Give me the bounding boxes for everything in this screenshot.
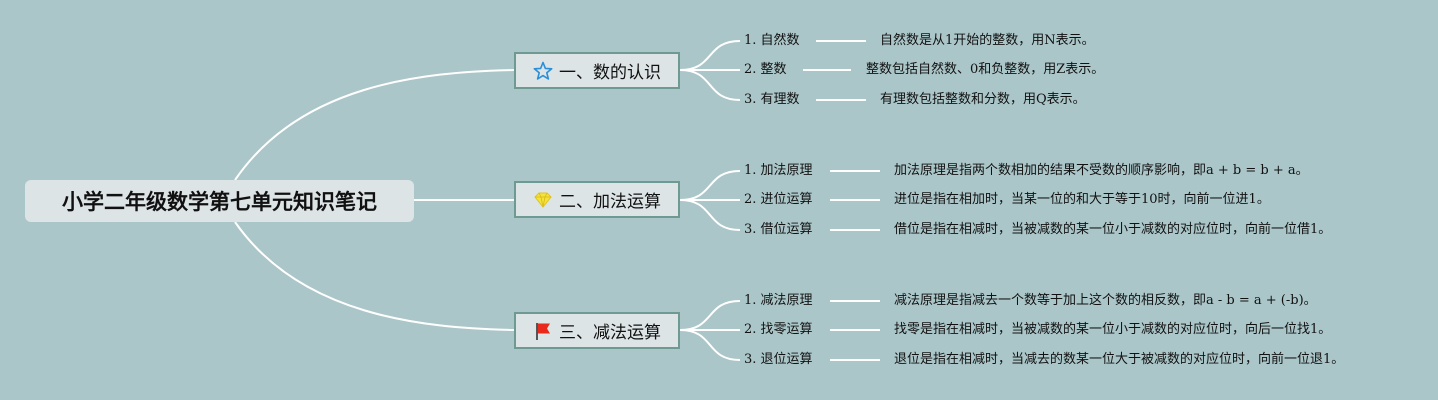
branch-addition[interactable]: 二、加法运算 <box>514 181 680 218</box>
diamond-icon <box>534 192 552 208</box>
root-title: 小学二年级数学第七单元知识笔记 <box>62 190 377 214</box>
leaf-term[interactable]: 2. 找零运算 <box>744 322 813 337</box>
leaf-description: 找零是指在相减时，当被减数的某一位小于减数的对应位时，向后一位找1。 <box>894 322 1332 337</box>
branch-label: 一、数的认识 <box>559 63 661 83</box>
root-topic[interactable]: 小学二年级数学第七单元知识笔记 <box>25 180 414 222</box>
leaf-description: 有理数包括整数和分数，用Q表示。 <box>880 92 1086 107</box>
leaf-term[interactable]: 1. 减法原理 <box>744 293 813 308</box>
branch-label: 三、减法运算 <box>559 323 661 343</box>
branch-number-recognition[interactable]: 一、数的认识 <box>514 52 680 89</box>
leaf-description: 加法原理是指两个数相加的结果不受数的顺序影响，即a + b = b + a。 <box>894 163 1309 178</box>
leaf-description: 退位是指在相减时，当减去的数某一位大于被减数的对应位时，向前一位退1。 <box>894 352 1345 367</box>
branch-subtraction[interactable]: 三、减法运算 <box>514 312 680 349</box>
leaf-description: 进位是指在相加时，当某一位的和大于等于10时，向前一位进1。 <box>894 192 1270 207</box>
leaf-term[interactable]: 1. 自然数 <box>744 33 800 48</box>
branch-label: 二、加法运算 <box>559 192 661 212</box>
leaf-description: 借位是指在相减时，当被减数的某一位小于减数的对应位时，向前一位借1。 <box>894 222 1332 237</box>
leaf-description: 减法原理是指减去一个数等于加上这个数的相反数，即a - b = a + (-b)… <box>894 293 1317 308</box>
leaf-term[interactable]: 3. 有理数 <box>744 92 800 107</box>
leaf-term[interactable]: 2. 进位运算 <box>744 192 813 207</box>
leaf-term[interactable]: 1. 加法原理 <box>744 163 813 178</box>
leaf-term[interactable]: 3. 借位运算 <box>744 222 813 237</box>
leaf-description: 自然数是从1开始的整数，用N表示。 <box>880 33 1095 48</box>
star-icon <box>533 61 553 80</box>
flag-icon <box>536 322 550 340</box>
leaf-description: 整数包括自然数、0和负整数，用Z表示。 <box>866 62 1105 77</box>
leaf-term[interactable]: 3. 退位运算 <box>744 352 813 367</box>
leaf-term[interactable]: 2. 整数 <box>744 62 787 77</box>
